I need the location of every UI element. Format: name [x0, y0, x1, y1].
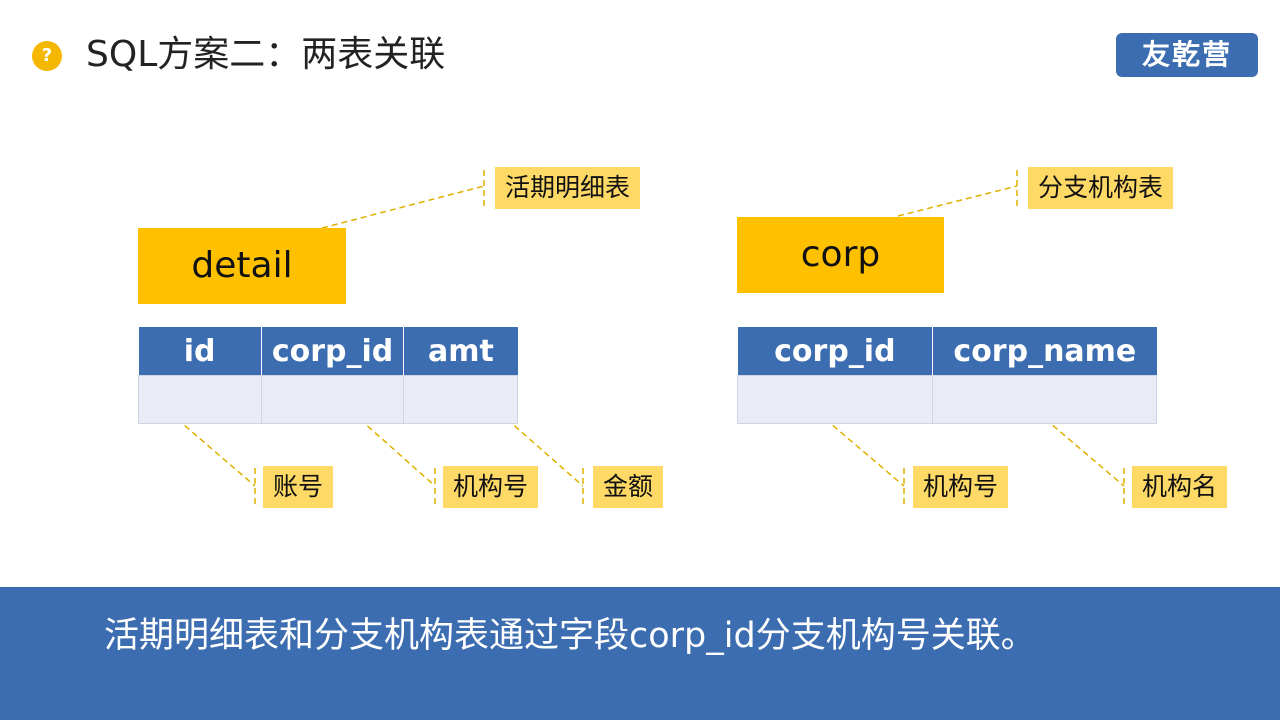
column-note-amt: 金额 — [593, 466, 664, 508]
column-note-corp-id: 机构号 — [913, 466, 1009, 508]
column-header-corp-name: corp_name — [932, 327, 1157, 376]
table-detail: id corp_id amt — [138, 327, 518, 424]
column-header-corp-id: corp_id — [737, 327, 934, 376]
table-row — [138, 375, 518, 424]
column-header-corp-id: corp_id — [261, 327, 405, 376]
table-cell — [736, 375, 934, 424]
table-cell — [403, 375, 518, 424]
footer-text: 活期明细表和分支机构表通过字段corp_id分支机构号关联。 — [104, 616, 1036, 656]
column-note-corp-id: 机构号 — [443, 466, 539, 508]
page-title: SQL方案二：两表关联 — [86, 34, 446, 75]
logo: 友乾营 — [1116, 33, 1258, 77]
table-cell — [932, 375, 1157, 424]
table-name-corp: corp — [737, 217, 944, 293]
column-note-corp-name: 机构名 — [1132, 466, 1228, 508]
table-corp: corp_id corp_name — [736, 327, 1157, 424]
table-description-corp: 分支机构表 — [1028, 167, 1174, 209]
column-header-amt: amt — [403, 327, 518, 376]
column-note-id: 账号 — [263, 466, 334, 508]
question-circle-icon: ? — [32, 41, 62, 71]
table-description-detail: 活期明细表 — [495, 167, 641, 209]
table-cell — [138, 375, 262, 424]
footer-banner — [0, 587, 1280, 720]
table-row — [736, 375, 1157, 424]
column-header-id: id — [138, 327, 262, 376]
table-name-detail: detail — [138, 228, 346, 304]
table-cell — [260, 375, 405, 424]
